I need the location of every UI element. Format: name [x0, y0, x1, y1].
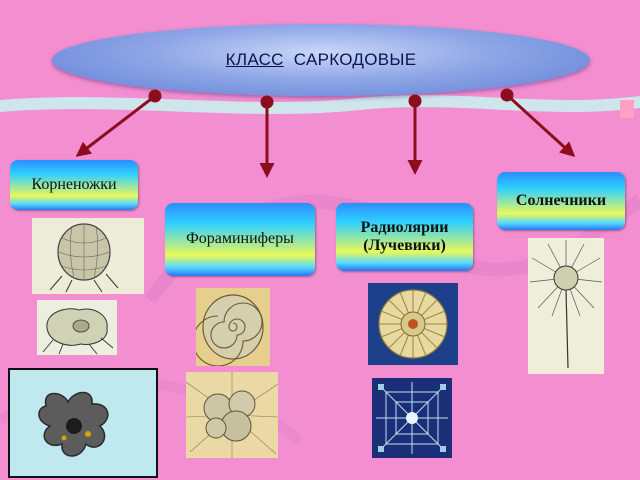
title-main-word: САРКОДОВЫЕ [293, 50, 417, 69]
diagram-title: КЛАСС САРКОДОВЫЕ [226, 50, 417, 70]
category-korneozhki: Корненожки [10, 160, 138, 210]
heliozoa-illustration [528, 238, 604, 374]
radiolaria-illustration-2 [372, 378, 452, 458]
category-foraminifery-label: Фораминиферы [186, 230, 294, 248]
arrow-to-solnechniki [505, 93, 576, 158]
arrow-to-korneozhki [75, 94, 156, 157]
category-solnechniki: Солнечники [497, 172, 625, 230]
korneozhki-illustration-1 [32, 218, 144, 294]
korneozhki-illustration-2 [37, 300, 117, 355]
category-foraminifery: Фораминиферы [165, 203, 315, 276]
category-solnechniki-label: Солнечники [515, 191, 607, 209]
category-radiolyarii: Радиолярии (Лучевики) [336, 203, 473, 271]
title-underlined-word: КЛАСС [225, 50, 284, 69]
title-ellipse: КЛАСС САРКОДОВЫЕ [52, 24, 590, 96]
foraminifera-illustration-1 [196, 288, 270, 366]
amoeba-illustration [8, 368, 158, 478]
category-korneozhki-label: Корненожки [31, 175, 117, 193]
radiolaria-illustration-1 [368, 283, 458, 365]
category-radiolyarii-label: Радиолярии (Лучевики) [360, 218, 449, 254]
foraminifera-illustration-2 [186, 372, 278, 458]
